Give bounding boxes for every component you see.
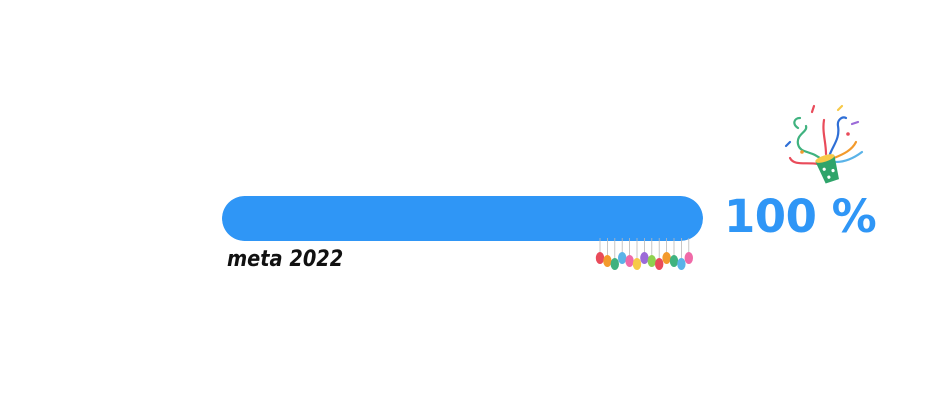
progress-bar-track — [222, 196, 703, 241]
balloon — [595, 252, 605, 264]
balloon — [647, 255, 656, 267]
balloons-icon — [595, 238, 693, 270]
balloon — [684, 252, 693, 264]
progress-bar-fill — [222, 196, 703, 241]
balloon — [610, 258, 619, 270]
balloon — [603, 255, 612, 267]
balloon — [677, 258, 686, 270]
balloon — [655, 258, 664, 270]
balloon — [625, 255, 634, 267]
progress-percent-label: 100 % — [724, 190, 877, 243]
balloon — [640, 252, 649, 264]
balloon — [662, 252, 671, 264]
balloon — [669, 255, 679, 267]
balloon — [618, 252, 627, 264]
party-popper-icon — [784, 104, 864, 184]
balloon — [632, 258, 642, 270]
goal-label: meta 2022 — [227, 247, 344, 272]
